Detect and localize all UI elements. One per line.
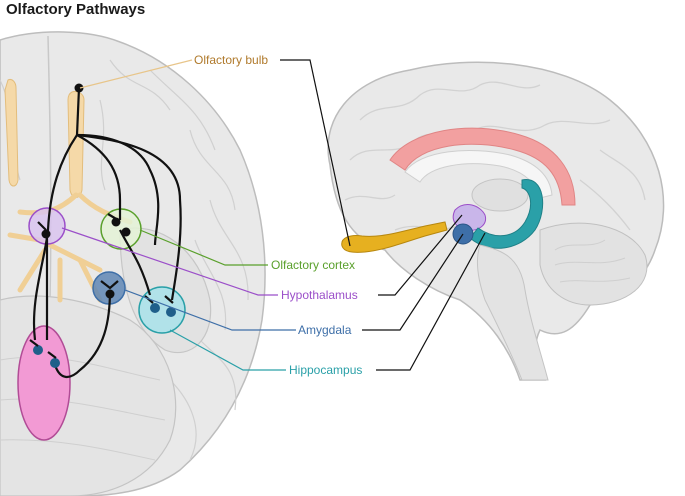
midline-fissure	[47, 35, 52, 301]
synapse-cerebellum-2	[50, 358, 60, 368]
synapse-cortex-1	[111, 217, 121, 227]
synapse-terminals	[33, 83, 176, 368]
cerebellum-zone-pink	[17, 325, 71, 441]
thalamus	[471, 178, 529, 212]
leader-olfactory-bulb-right	[280, 59, 351, 247]
leader-hypothalamus-right	[378, 214, 463, 296]
neural-pathways	[32, 87, 182, 378]
synapse-hippocampus-2	[166, 307, 176, 317]
synapse-cortex-2	[121, 227, 131, 237]
label-amygdala: Amygdala	[298, 323, 352, 337]
olfactory-tract-left	[4, 79, 19, 187]
hippocampus-region	[138, 286, 186, 334]
page-title: Olfactory Pathways	[6, 1, 146, 18]
leader-hippocampus	[169, 329, 286, 371]
synapse-hypothalamus	[41, 229, 51, 239]
corpus-callosum	[404, 150, 553, 199]
leader-amygdala-right	[362, 233, 464, 331]
leader-amygdala	[124, 289, 296, 331]
label-olfactory-cortex: Olfactory cortex	[271, 258, 355, 272]
label-olfactory-bulb: Olfactory bulb	[194, 53, 268, 67]
synapse-hippocampus-1	[150, 303, 160, 313]
leader-olfactory-cortex	[139, 229, 268, 266]
olfactory-bulb-structure	[341, 221, 448, 253]
cerebellum-sagittal	[539, 222, 648, 306]
sagittal-brain-view	[327, 61, 665, 381]
label-hypothalamus: Hypothalamus	[281, 288, 358, 302]
leader-olfactory-bulb	[79, 59, 193, 89]
label-hippocampus: Hippocampus	[289, 363, 362, 377]
leader-lines	[61, 59, 486, 371]
cingulate-gyrus	[389, 127, 576, 206]
leader-hypothalamus	[61, 227, 278, 296]
synapse-cerebellum-1	[33, 345, 43, 355]
brainstem	[477, 244, 549, 381]
leader-hippocampus-right	[376, 232, 486, 371]
synapse-bulb	[74, 83, 84, 93]
synapse-amygdala	[105, 289, 115, 299]
